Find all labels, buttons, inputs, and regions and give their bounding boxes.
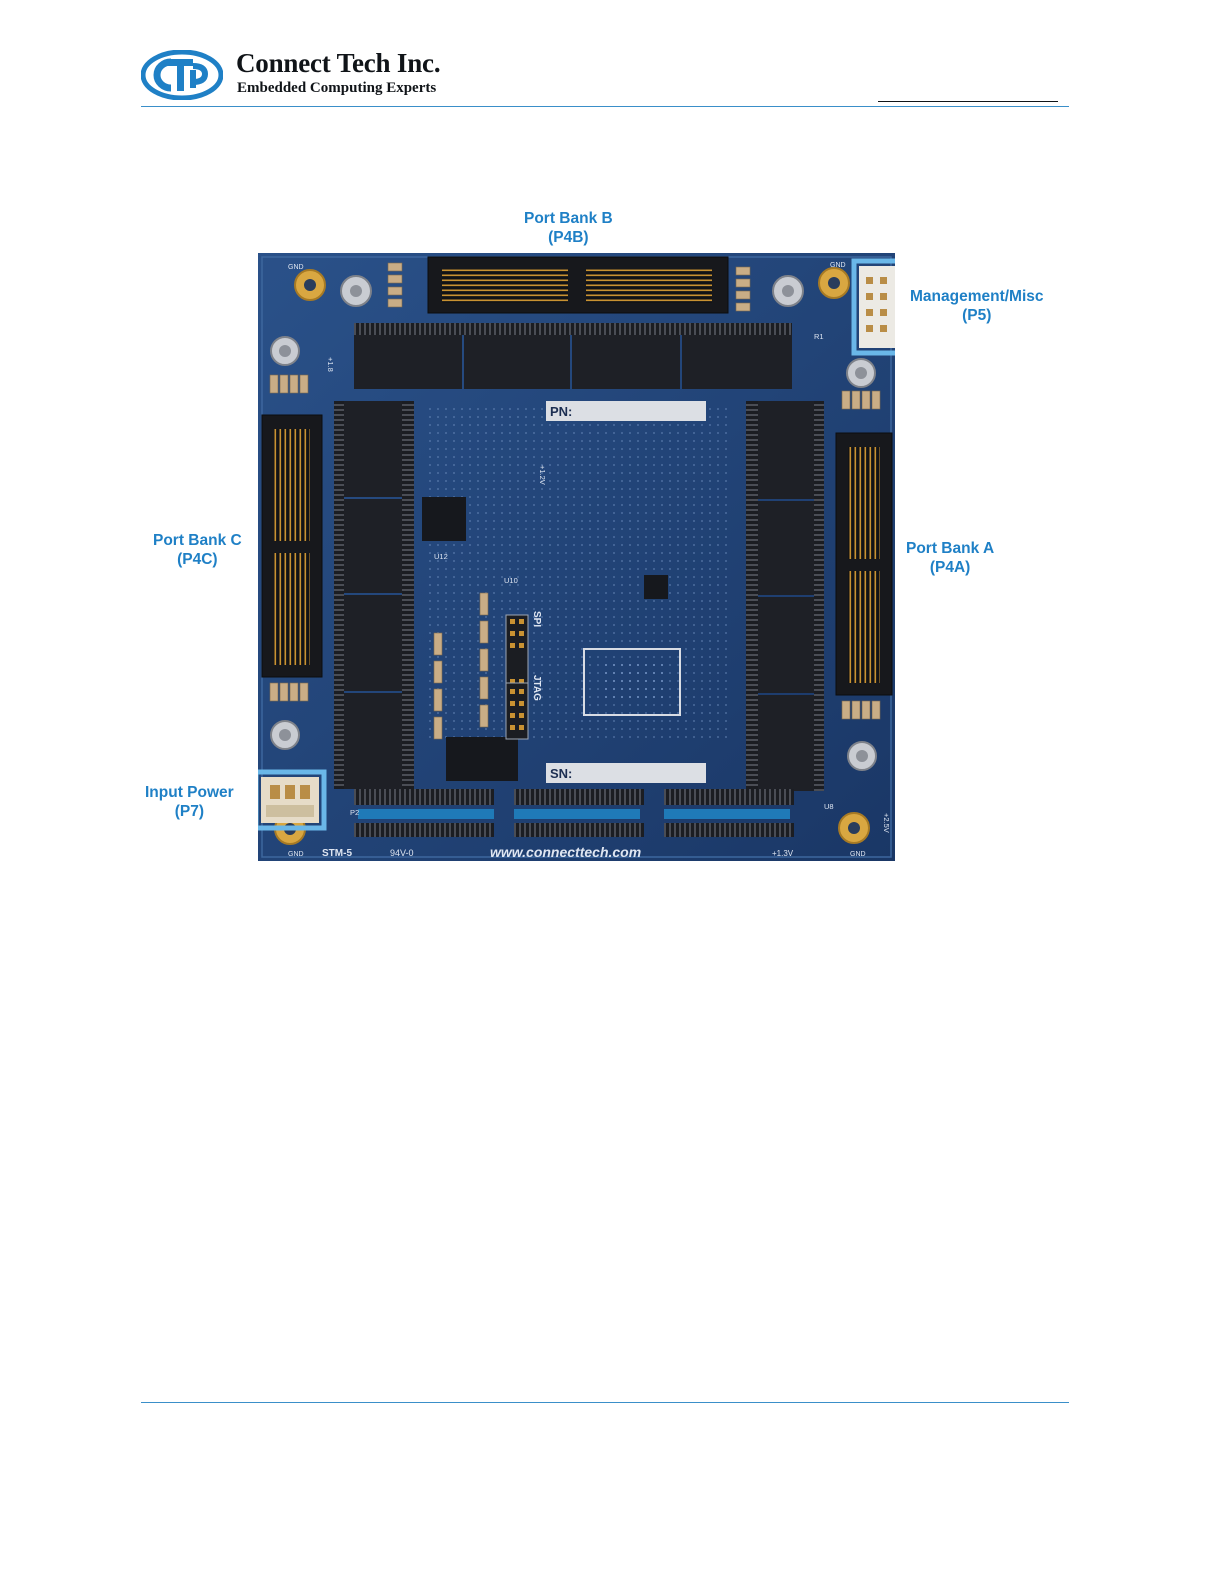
callout-ref: (P7) xyxy=(145,802,234,821)
callout-title: Port Bank C xyxy=(153,531,242,550)
jtag-label: JTAG xyxy=(531,675,542,701)
callout-ref: (P4A) xyxy=(906,558,994,577)
callout-input-power: Input Power (P7) xyxy=(145,783,234,821)
callout-port-bank-b: Port Bank B (P4B) xyxy=(524,209,613,247)
u10-label: U10 xyxy=(504,576,518,585)
voltage-label-center: +1.2V xyxy=(538,465,547,485)
board-url: www.connecttech.com xyxy=(490,844,641,860)
cti-logo-icon xyxy=(141,50,223,100)
callout-title: Port Bank A xyxy=(906,539,994,558)
spi-label: SPI xyxy=(531,611,542,627)
callout-management: Management/Misc (P5) xyxy=(910,287,1044,325)
callout-title: Input Power xyxy=(145,783,234,802)
callout-ref: (P4B) xyxy=(524,228,613,247)
u8-label: U8 xyxy=(824,802,834,811)
rating-label: 94V-0 xyxy=(390,848,414,858)
voltage-label-left: +1.8 xyxy=(326,357,335,372)
callout-title: Management/Misc xyxy=(910,287,1044,306)
company-name: Connect Tech Inc. xyxy=(236,48,440,79)
company-tagline: Embedded Computing Experts xyxy=(237,80,436,97)
header-rule xyxy=(141,106,1069,107)
callout-port-bank-a: Port Bank A (P4A) xyxy=(906,539,994,577)
footer-rule xyxy=(141,1402,1069,1403)
callout-port-bank-c: Port Bank C (P4C) xyxy=(153,531,242,569)
header-underline xyxy=(878,101,1058,102)
callout-title: Port Bank B xyxy=(524,209,613,228)
r1-label: R1 xyxy=(814,332,824,341)
sn-label: SN: xyxy=(550,766,572,781)
gnd-bottom-right: GND xyxy=(850,851,866,858)
gnd-top-left: GND xyxy=(288,264,304,271)
voltage-label-1v3: +1.3V xyxy=(772,849,794,858)
model-label: STM-5 xyxy=(322,848,352,859)
u12-label: U12 xyxy=(434,552,448,561)
callout-ref: (P4C) xyxy=(153,550,242,569)
callout-ref: (P5) xyxy=(910,306,1044,325)
pn-label: PN: xyxy=(550,404,572,419)
pcb-board-photo: PN: SN: SPI JTAG U12 U10 U8 P2 R1 GND GN… xyxy=(258,253,895,861)
gnd-bottom-left: GND xyxy=(288,851,304,858)
gnd-top-right: GND xyxy=(830,262,846,269)
p2-label: P2 xyxy=(350,808,359,817)
voltage-label-2v5: +2.5V xyxy=(882,813,891,833)
